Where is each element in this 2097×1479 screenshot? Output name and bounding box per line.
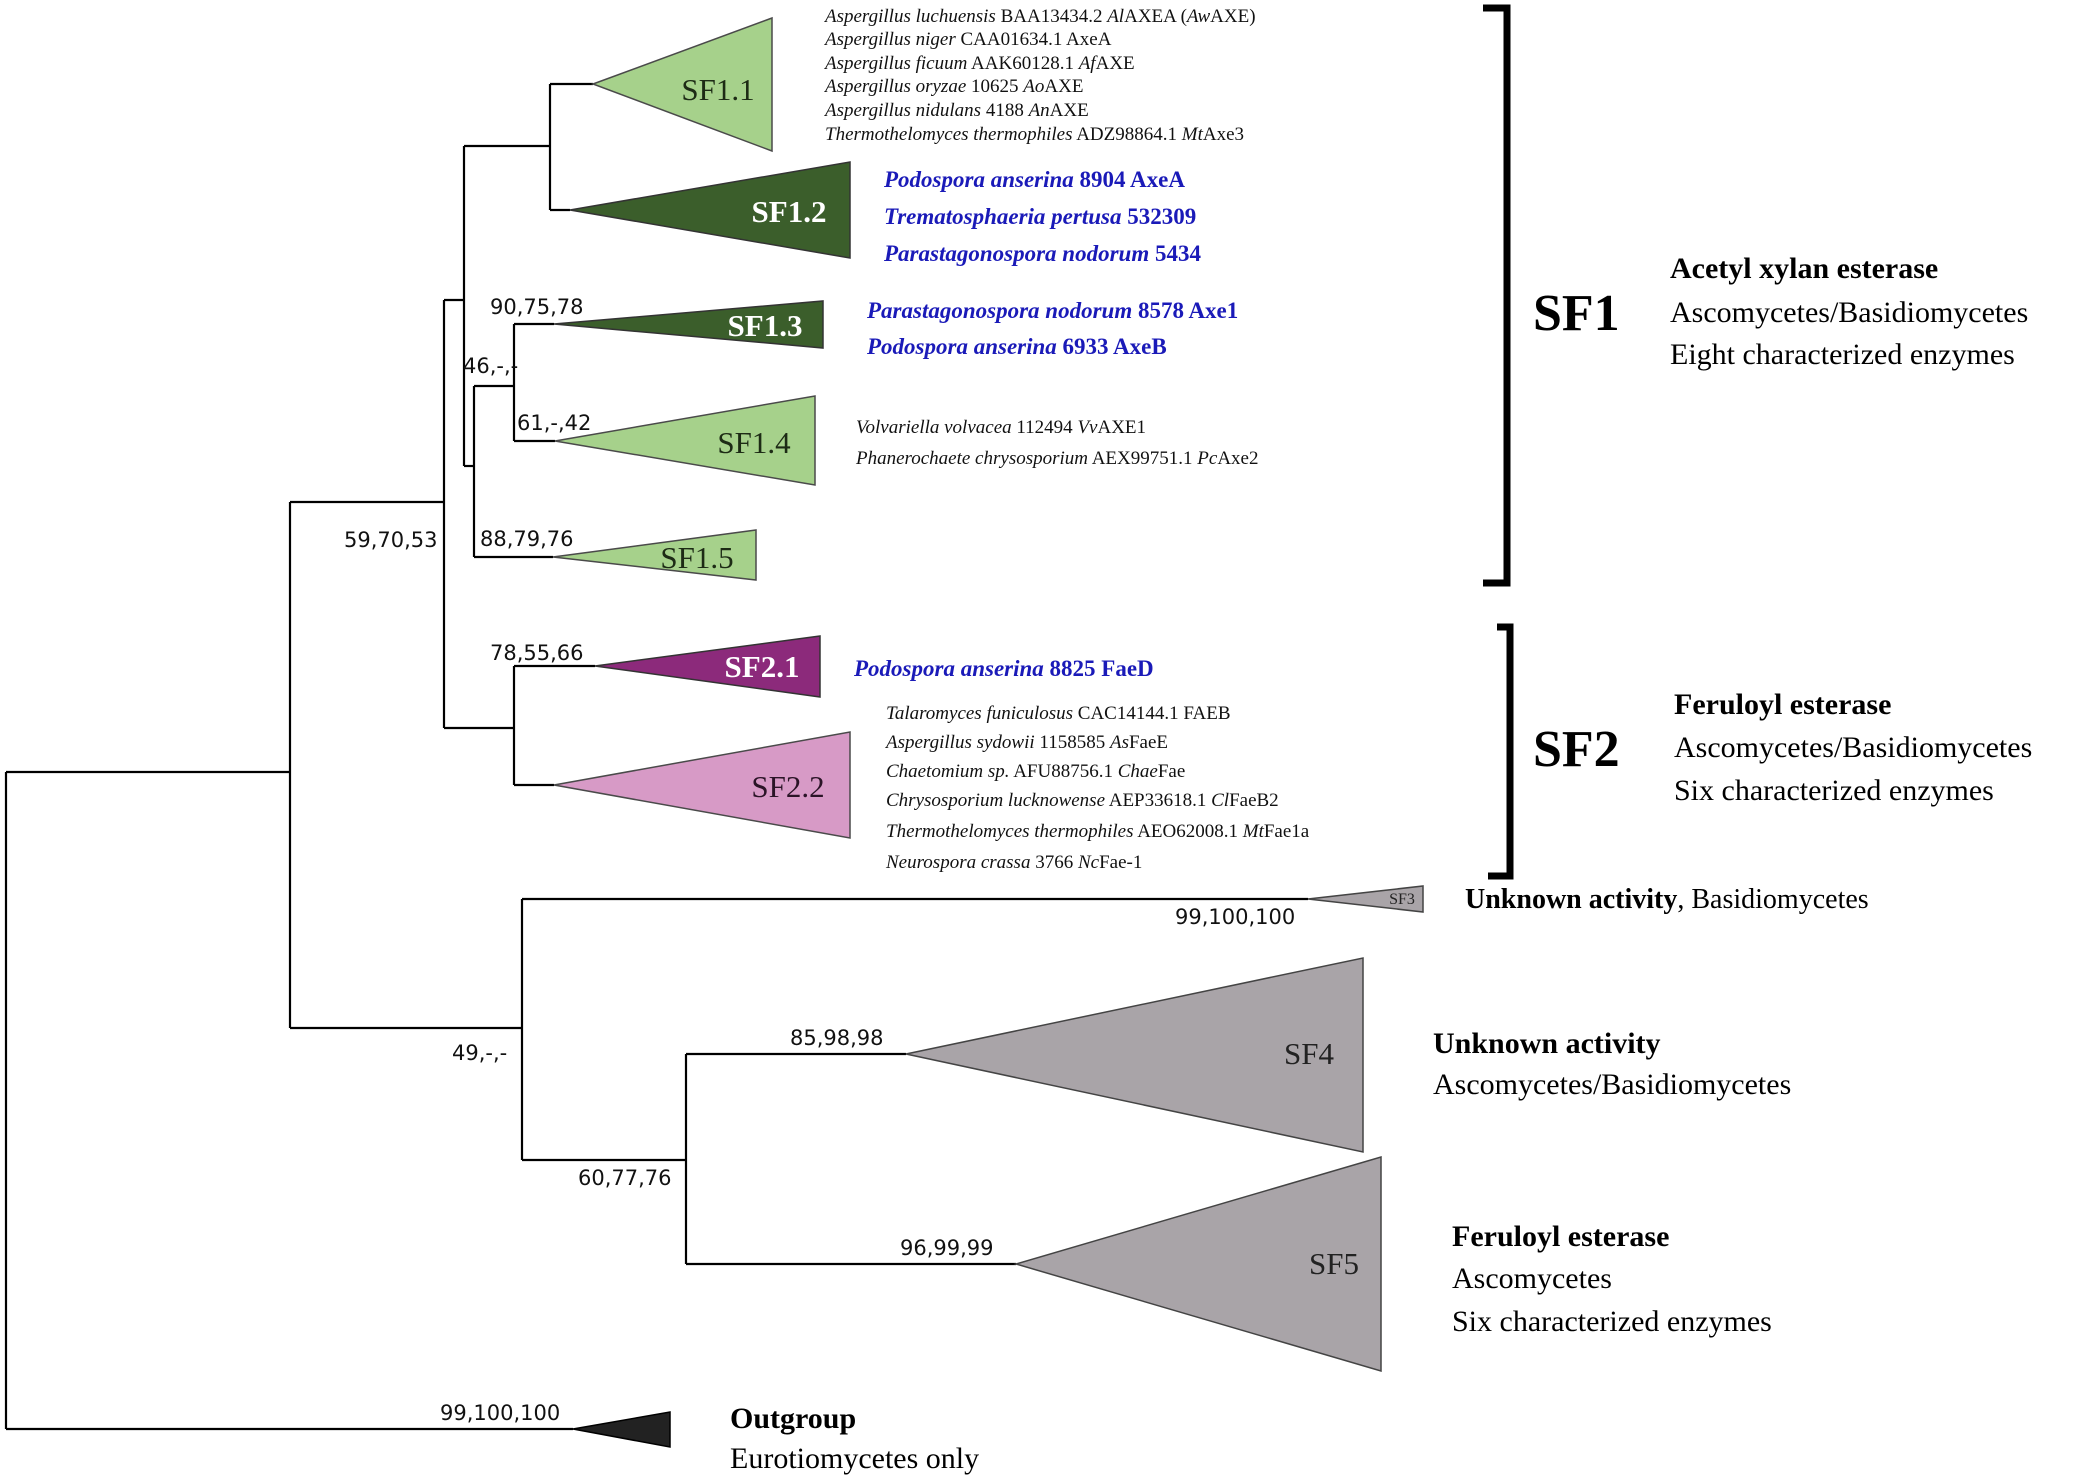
group-label-sf2: SF2 — [1533, 721, 1620, 778]
clade-triangle-sf2-2 — [553, 731, 851, 839]
taxon-row: Volvariella volvacea 112494 VvAXE1 — [856, 417, 1146, 438]
taxon-row-characterized: Trematosphaeria pertusa 532309 — [884, 204, 1196, 229]
clade-label-sf4: SF4 — [1284, 1036, 1334, 1071]
taxon-row: Chaetomium sp. AFU88756.1 ChaeFae — [886, 761, 1185, 782]
group-label-sf1: SF1 — [1533, 285, 1620, 342]
bootstrap-sf5: 96,99,99 — [900, 1236, 994, 1260]
taxon-row: Aspergillus luchuensis BAA13434.2 AlAXEA… — [823, 6, 1256, 27]
clade-label-sf5: SF5 — [1309, 1246, 1359, 1281]
annotation-line: Eight characterized enzymes — [1670, 338, 2015, 371]
clade-triangle-sf3 — [1307, 885, 1424, 913]
clade-triangle-outgroup — [572, 1411, 671, 1448]
bootstrap-sf3-sf45: 49,-,- — [452, 1041, 507, 1065]
bootstrap-sf1-4: 61,-,42 — [517, 411, 591, 435]
taxon-row: Phanerochaete chrysosporium AEX99751.1 P… — [855, 448, 1258, 469]
annotation-sf3: Unknown activity, Basidiomycetes — [1465, 884, 1869, 915]
taxon-row: Aspergillus oryzae 10625 AoAXE — [823, 76, 1083, 97]
annotation-title: Unknown activity — [1433, 1027, 1661, 1060]
clade-label-sf1-3: SF1.3 — [728, 308, 803, 343]
annotation-sf4: Unknown activity Ascomycetes/Basidiomyce… — [1433, 1027, 1791, 1101]
clade-label-sf1-5: SF1.5 — [660, 540, 733, 575]
clade-label-sf1-1: SF1.1 — [681, 72, 754, 107]
taxa-sf2-2: Talaromyces funiculosus CAC14144.1 FAEB … — [884, 703, 1310, 873]
taxa-sf2-1: Podospora anserina 8825 FaeD — [853, 656, 1154, 681]
clade-triangle-sf1-5 — [552, 529, 757, 581]
taxon-row: Thermothelomyces thermophiles AEO62008.1… — [886, 821, 1310, 842]
annotation-title: Feruloyl esterase — [1452, 1220, 1669, 1253]
taxon-row-characterized: Podospora anserina 6933 AxeB — [866, 334, 1167, 359]
bracket-sf2 — [1488, 623, 1514, 880]
taxon-row: Chrysosporium lucknowense AEP33618.1 ClF… — [886, 790, 1279, 811]
clade-triangle-sf1-1 — [590, 16, 773, 153]
taxa-sf1-1: Aspergillus luchuensis BAA13434.2 AlAXEA… — [823, 6, 1256, 145]
bootstrap-outgroup: 99,100,100 — [440, 1401, 560, 1425]
clade-label-sf1-4: SF1.4 — [717, 425, 791, 460]
annotation-outgroup: Outgroup Eurotiomycetes only — [730, 1402, 979, 1475]
bootstrap-sf1-5: 88,79,76 — [480, 527, 574, 551]
annotation-title: Feruloyl esterase — [1674, 688, 1891, 721]
bracket-sf1 — [1483, 4, 1511, 587]
taxon-row: Thermothelomyces thermophiles ADZ98864.1… — [825, 124, 1244, 145]
clade-triangle-sf1-4 — [554, 395, 816, 486]
tree-branches — [4, 82, 1308, 1431]
bootstrap-sf4: 85,98,98 — [790, 1026, 884, 1050]
taxon-row-characterized: Parastagonospora nodorum 8578 Axe1 — [866, 298, 1238, 323]
taxon-row-characterized: Podospora anserina 8825 FaeD — [853, 656, 1154, 681]
annotation-line: Six characterized enzymes — [1674, 774, 1994, 807]
annotation-title: Acetyl xylan esterase — [1670, 252, 1938, 285]
taxon-row: Talaromyces funiculosus CAC14144.1 FAEB — [886, 703, 1231, 724]
clade-triangle-sf1-2 — [569, 161, 851, 259]
bootstrap-sf3: 99,100,100 — [1175, 905, 1295, 929]
taxa-sf1-4: Volvariella volvacea 112494 VvAXE1 Phane… — [855, 417, 1258, 469]
taxon-row: Aspergillus sydowii 1158585 AsFaeE — [884, 732, 1168, 753]
clade-triangle-sf1-3 — [553, 300, 824, 349]
clade-label-sf1-2: SF1.2 — [752, 194, 827, 229]
taxon-row: Aspergillus nidulans 4188 AnAXE — [823, 100, 1089, 121]
bootstrap-values: 59,70,53 46,-,- 90,75,78 61,-,42 88,79,7… — [344, 295, 1295, 1425]
taxa-sf1-2: Podospora anserina 8904 AxeA Trematospha… — [883, 167, 1201, 266]
taxon-row: Aspergillus ficuum AAK60128.1 AfAXE — [823, 53, 1135, 74]
annotation-line: Eurotiomycetes only — [730, 1442, 979, 1475]
bootstrap-sf4-sf5: 60,77,76 — [578, 1166, 672, 1190]
group-brackets: SF1 SF2 — [1483, 4, 1620, 880]
clade-label-sf2-2: SF2.2 — [751, 769, 824, 804]
taxa-sf1-3: Parastagonospora nodorum 8578 Axe1 Podos… — [866, 298, 1238, 359]
annotation-title: Outgroup — [730, 1402, 856, 1435]
annotation-sf5: Feruloyl esterase Ascomycetes Six charac… — [1452, 1220, 1772, 1338]
bootstrap-sf1-3: 90,75,78 — [490, 295, 584, 319]
annotation-line: Ascomycetes/Basidiomycetes — [1433, 1068, 1791, 1101]
annotation-line: Six characterized enzymes — [1452, 1305, 1772, 1338]
clade-label-sf3: SF3 — [1389, 891, 1415, 908]
clade-triangle-sf5 — [1013, 1155, 1382, 1373]
annotation-line: Ascomycetes/Basidiomycetes — [1674, 731, 2032, 764]
clade-labels: SF1.1 SF1.2 SF1.3 SF1.4 SF1.5 SF2.1 SF2.… — [660, 72, 1415, 1281]
bootstrap-sf13-sf14: 46,-,- — [463, 354, 518, 378]
annotation-sf1: Acetyl xylan esterase Ascomycetes/Basidi… — [1670, 252, 2028, 371]
bootstrap-sf1-sf2: 59,70,53 — [344, 528, 438, 552]
taxon-row: Aspergillus niger CAA01634.1 AxeA — [823, 29, 1112, 50]
annotation-sf2: Feruloyl esterase Ascomycetes/Basidiomyc… — [1674, 688, 2032, 807]
taxon-row: Neurospora crassa 3766 NcFae-1 — [885, 852, 1142, 873]
clade-triangle-sf4 — [905, 957, 1364, 1153]
taxon-row-characterized: Podospora anserina 8904 AxeA — [883, 167, 1185, 192]
clade-label-sf2-1: SF2.1 — [725, 649, 800, 684]
taxon-row-characterized: Parastagonospora nodorum 5434 — [883, 241, 1201, 266]
annotation-line: Unknown activity, Basidiomycetes — [1465, 884, 1869, 915]
annotation-line: Ascomycetes — [1452, 1262, 1612, 1295]
clade-triangle-sf2-1 — [594, 635, 821, 698]
clade-triangles — [552, 16, 1424, 1448]
bootstrap-sf2-1: 78,55,66 — [490, 641, 584, 665]
annotation-line: Ascomycetes/Basidiomycetes — [1670, 296, 2028, 329]
